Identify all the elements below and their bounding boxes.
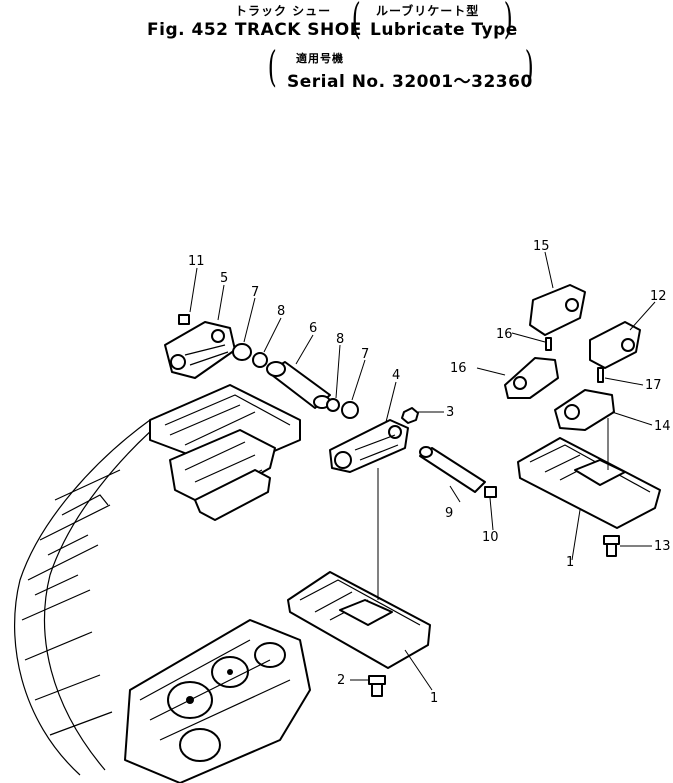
part-track-shoe-center — [287, 571, 431, 669]
part-link-4 — [329, 419, 409, 473]
callout-9: 9 — [445, 506, 453, 521]
part-pin-16-lower — [597, 367, 604, 383]
part-link-15 — [504, 357, 559, 399]
part-pin-9 — [419, 446, 486, 493]
title-japanese: トラック シュー — [235, 4, 332, 18]
callout-8-left: 8 — [277, 304, 285, 319]
subtitle-japanese: ルーブリケート型 — [376, 4, 480, 18]
applies-japanese: 適用号機 — [296, 52, 344, 65]
left-parenthesis: ( — [351, 0, 361, 43]
part-ring-8-right — [326, 398, 340, 412]
part-pin-16-upper — [545, 337, 552, 351]
part-master-link-12 — [589, 321, 641, 369]
right-parenthesis: ) — [503, 0, 513, 43]
callout-5: 5 — [220, 271, 228, 286]
serial-range: Serial No. 32001～32360 — [287, 72, 533, 92]
callout-3: 3 — [446, 405, 454, 420]
part-bolt-2 — [368, 675, 386, 697]
callout-15: 16 — [450, 361, 467, 376]
part-dowel-11 — [178, 314, 190, 325]
part-link-13 — [554, 389, 615, 431]
part-spacer-10 — [484, 486, 497, 498]
callout-7-right: 7 — [361, 347, 369, 362]
part-bolt-17 — [603, 535, 620, 557]
part-link-left — [164, 321, 236, 379]
part-nut-3 — [401, 407, 419, 424]
callout-12: 12 — [650, 289, 667, 304]
callout-7-left: 7 — [251, 285, 259, 300]
callout-1-center: 1 — [430, 691, 438, 706]
callout-11: 11 — [188, 254, 205, 269]
callout-8-right: 8 — [336, 332, 344, 347]
left-parenthesis-serial: ( — [267, 42, 277, 91]
subtitle-english: Lubricate Type — [370, 20, 518, 40]
track-assembly-drawing — [14, 384, 311, 783]
callout-4: 4 — [392, 368, 400, 383]
right-parenthesis-serial: ) — [524, 42, 534, 91]
part-bushing-6 — [266, 361, 331, 409]
callout-1-right: 1 — [566, 555, 574, 570]
part-master-link-14 — [529, 284, 586, 336]
callout-10: 10 — [482, 530, 499, 545]
figure-title: Fig. 452 TRACK SHOE — [147, 20, 362, 40]
figure-header: トラック シュー ( ルーブリケート型 ) Fig. 452 TRACK SHO… — [0, 0, 673, 110]
callout-17: 13 — [654, 539, 671, 554]
part-track-shoe-right — [517, 437, 661, 529]
part-seal-7-right — [341, 401, 359, 419]
callout-16-lower: 17 — [645, 378, 662, 393]
callout-6: 6 — [309, 321, 317, 336]
callout-13: 14 — [654, 419, 671, 434]
callout-14: 15 — [533, 239, 550, 254]
callout-16-upper: 16 — [496, 327, 513, 342]
part-ring-8-left — [252, 352, 268, 368]
part-seal-7-left — [232, 343, 252, 361]
callout-2: 2 — [337, 673, 345, 688]
